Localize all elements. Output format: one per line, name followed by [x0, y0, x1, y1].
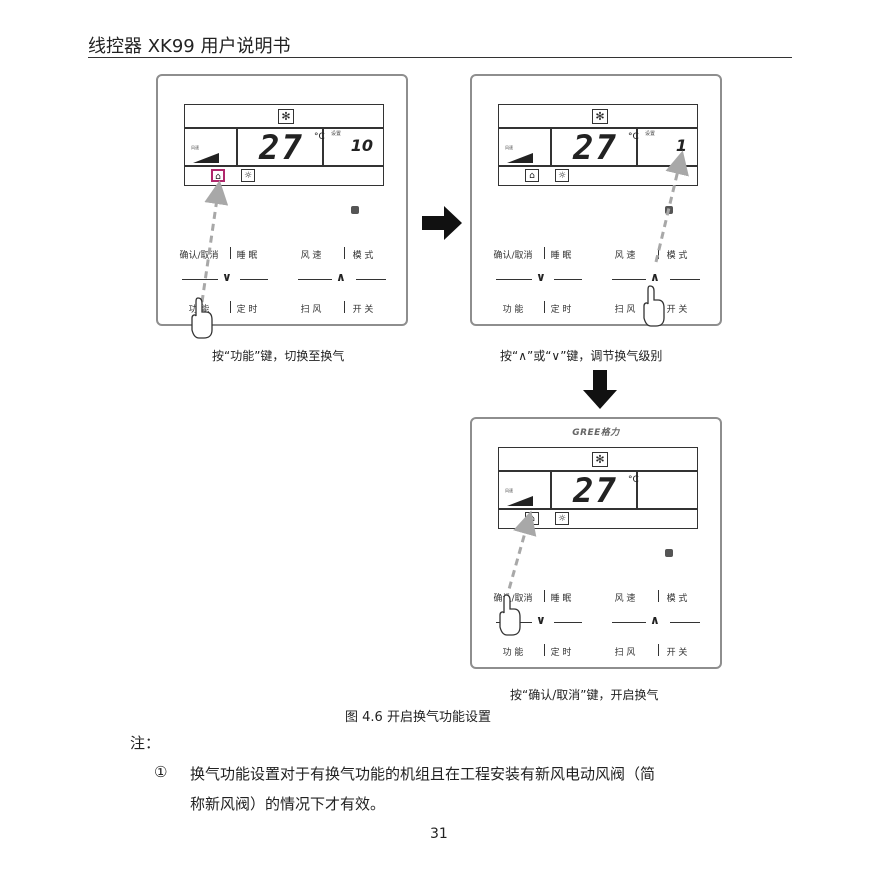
- fan-speed-label: 风速: [505, 488, 513, 493]
- light-icon: ☼: [555, 169, 569, 182]
- fan-speed-bar-icon: [507, 496, 533, 506]
- confirm-cancel-button[interactable]: 确认/取消: [493, 594, 533, 604]
- controller-panel-2: ✻ 风速 27 °C 设置 1 ⌂ ☼ 确认/取消 睡 眠 风 速 模 式 ∨ …: [470, 74, 722, 326]
- degree-unit: °C: [628, 132, 639, 142]
- note-text-line-2: 称新风阀）的情况下才有效。: [190, 795, 386, 813]
- power-button[interactable]: 开 关: [666, 305, 688, 315]
- pointing-hand-icon: [499, 594, 521, 636]
- power-button[interactable]: 开 关: [666, 648, 688, 658]
- controller-panel-1: ✻ 风速 27 °C 设置 10 ⌂ ☼ 确认/取消 睡 眠 风 速 模 式 ∨…: [156, 74, 408, 326]
- up-button[interactable]: ∧: [650, 270, 660, 284]
- fan-speed-bar-icon: [193, 153, 219, 163]
- page-number: 31: [430, 826, 448, 842]
- fan-speed-label: 风速: [505, 145, 513, 150]
- panel-3-caption: 按“确认/取消”键，开启换气: [510, 688, 659, 702]
- sleep-button[interactable]: 睡 眠: [550, 251, 572, 261]
- dashed-arrow-1: [200, 180, 229, 303]
- panel-2-caption: 按“∧”或“∨”键，调节换气级别: [500, 349, 663, 363]
- arrow-down-icon: [583, 370, 617, 409]
- up-button[interactable]: ∧: [650, 613, 660, 627]
- snowflake-icon: ✻: [278, 109, 294, 124]
- snowflake-icon: ✻: [592, 109, 608, 124]
- swing-button[interactable]: 扫 风: [614, 648, 636, 658]
- lcd-display: ✻ 风速 27 °C 设置 1 ⌂ ☼: [498, 104, 698, 186]
- note-number: ①: [154, 763, 168, 781]
- notes-title: 注：: [130, 734, 161, 752]
- timer-button[interactable]: 定 时: [236, 305, 258, 315]
- temperature-value: 27: [259, 128, 304, 168]
- set-value: 1: [675, 136, 687, 155]
- note-text-line-1: 换气功能设置对于有换气功能的机组且在工程安装有新风电动风阀（简: [190, 765, 656, 783]
- set-label: 设置: [331, 131, 342, 137]
- up-button[interactable]: ∧: [336, 270, 346, 284]
- fan-speed-label: 风速: [191, 145, 199, 150]
- fan-speed-bar-icon: [507, 153, 533, 163]
- down-button[interactable]: ∨: [222, 270, 232, 284]
- sleep-button[interactable]: 睡 眠: [236, 251, 258, 261]
- confirm-cancel-button[interactable]: 确认/取消: [493, 251, 533, 261]
- temperature-value: 27: [573, 471, 618, 511]
- down-button[interactable]: ∨: [536, 613, 546, 627]
- fan-speed-button[interactable]: 风 速: [614, 594, 636, 604]
- degree-unit: °C: [628, 475, 639, 485]
- figure-caption: 图 4.6 开启换气功能设置: [345, 710, 491, 725]
- confirm-cancel-button[interactable]: 确认/取消: [179, 251, 219, 261]
- temperature-value: 27: [573, 128, 618, 168]
- timer-button[interactable]: 定 时: [550, 648, 572, 658]
- fan-speed-button[interactable]: 风 速: [300, 251, 322, 261]
- dashed-arrow-2: [654, 150, 689, 263]
- mode-button[interactable]: 模 式: [666, 251, 688, 261]
- set-label: 设置: [645, 131, 656, 137]
- function-button[interactable]: 功 能: [502, 305, 524, 315]
- light-icon: ☼: [241, 169, 255, 182]
- down-button[interactable]: ∨: [536, 270, 546, 284]
- mode-button[interactable]: 模 式: [666, 594, 688, 604]
- timer-button[interactable]: 定 时: [550, 305, 572, 315]
- degree-unit: °C: [314, 132, 325, 142]
- arrow-right-icon: [422, 206, 462, 240]
- pointing-hand-icon: [191, 297, 213, 339]
- page-header: 线控器 XK99 用户说明书: [88, 36, 291, 57]
- dashed-arrow-3: [504, 510, 537, 601]
- snowflake-icon: ✻: [592, 452, 608, 467]
- swing-button[interactable]: 扫 风: [300, 305, 322, 315]
- light-icon: ☼: [555, 512, 569, 525]
- mode-button[interactable]: 模 式: [352, 251, 374, 261]
- power-button[interactable]: 开 关: [352, 305, 374, 315]
- brand-logo: GREE格力: [572, 428, 620, 438]
- function-button[interactable]: 功 能: [502, 648, 524, 658]
- panel-1-caption: 按“功能”键，切换至换气: [212, 349, 345, 363]
- indicator-led: [351, 206, 359, 214]
- indicator-led: [665, 549, 673, 557]
- header-rule: [88, 57, 792, 58]
- fresh-air-icon: ⌂: [525, 169, 539, 182]
- sleep-button[interactable]: 睡 眠: [550, 594, 572, 604]
- pointing-hand-icon: [643, 285, 665, 327]
- fan-speed-button[interactable]: 风 速: [614, 251, 636, 261]
- swing-button[interactable]: 扫 风: [614, 305, 636, 315]
- set-value: 10: [350, 136, 373, 155]
- lcd-display: ✻ 风速 27 °C 设置 10 ⌂ ☼: [184, 104, 384, 186]
